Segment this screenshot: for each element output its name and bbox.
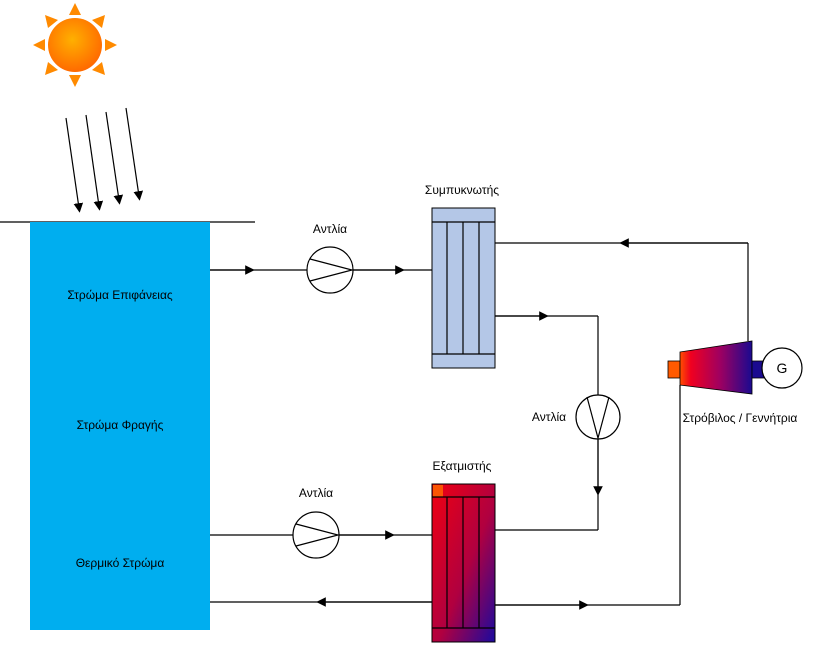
turbine	[667, 340, 765, 395]
turbine-exhaust-pipe	[495, 238, 749, 341]
pump-middle-label: Αντλία	[532, 410, 566, 424]
turbine-generator-label: Στρόβιλος / Γεννήτρια	[683, 411, 798, 425]
pump-bottom	[292, 511, 341, 559]
pump-middle	[575, 394, 621, 441]
pump-top-label: Αντλία	[313, 222, 347, 236]
vapor-pipe	[495, 385, 681, 610]
thermal-layer-label: Θερμικό Στρώμα	[76, 556, 165, 570]
generator-symbol: G	[777, 360, 788, 376]
surface-layer-label: Στρώμα Επιφάνειας	[67, 288, 173, 302]
generator: G	[761, 347, 803, 389]
condenser	[431, 207, 496, 369]
evaporator	[431, 483, 496, 643]
sun-icon	[33, 3, 117, 87]
pump-bottom-label: Αντλία	[299, 486, 333, 500]
condenser-label: Συμπυκνωτής	[425, 183, 499, 197]
solar-pond	[30, 222, 210, 630]
evaporator-label: Εξατμιστής	[433, 459, 492, 473]
solar-radiation-arrows	[65, 107, 144, 213]
barrier-layer-label: Στρώμα Φραγής	[77, 418, 164, 432]
pump-top	[306, 246, 355, 294]
working-fluid-pipe	[495, 311, 603, 531]
